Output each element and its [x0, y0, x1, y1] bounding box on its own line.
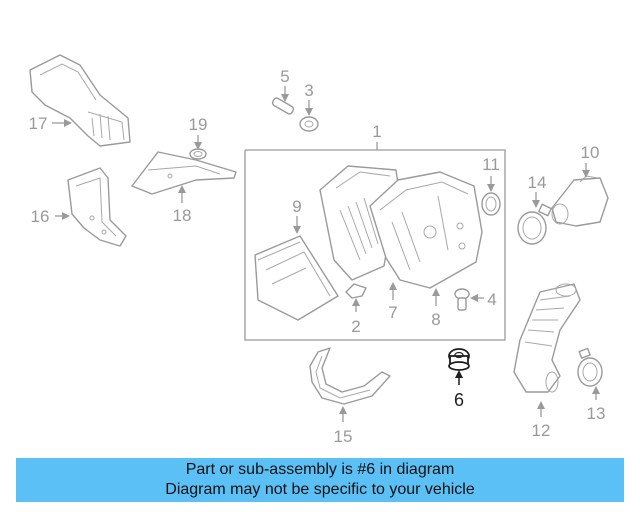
callout-3: 3 [304, 81, 313, 100]
callout-10: 10 [581, 143, 600, 162]
part-7-upper-housing [319, 165, 399, 300]
part-info-banner: Part or sub-assembly is #6 in diagram Di… [16, 458, 624, 502]
callout-8: 8 [431, 310, 440, 329]
part-19-grommet [189, 135, 207, 160]
callout-7: 7 [388, 303, 397, 322]
part-11-o-ring [481, 176, 501, 216]
part-9-filter-element [254, 216, 339, 321]
callout-14: 14 [528, 173, 547, 192]
callout-1: 1 [372, 122, 381, 141]
part-4-bolt [454, 288, 484, 311]
part-8-lower-housing [369, 171, 483, 306]
callout-19: 19 [189, 115, 208, 134]
part-13-hose-clamp [577, 347, 603, 400]
callout-12: 12 [532, 421, 551, 440]
part-12-intake-hose [513, 283, 581, 417]
part-14-hose-clamp [517, 192, 552, 245]
assembly-frame [244, 142, 506, 341]
part-6-highlighted-grommet [448, 348, 470, 385]
part-15-hose-seal [309, 347, 391, 422]
part-17-intake-duct [29, 54, 131, 147]
callout-13: 13 [587, 404, 606, 423]
callout-17: 17 [29, 114, 48, 133]
callout-11: 11 [482, 155, 500, 174]
part-3-collar [299, 100, 319, 132]
callout-6: 6 [454, 390, 464, 410]
callout-5: 5 [280, 67, 289, 86]
banner-line-disclaimer: Diagram may not be specific to your vehi… [165, 481, 475, 498]
callout-16: 16 [31, 207, 50, 226]
callout-4: 4 [487, 290, 496, 309]
callout-9: 9 [292, 197, 301, 216]
part-2-clip [345, 283, 367, 312]
callout-2: 2 [351, 317, 360, 336]
callout-15: 15 [334, 427, 353, 446]
part-18-shield-plate [131, 151, 237, 203]
banner-line-part-number: Part or sub-assembly is #6 in diagram [185, 461, 455, 478]
part-5-bolt [271, 86, 295, 115]
part-16-bracket [55, 167, 127, 247]
part-10-airflow-sensor [551, 163, 609, 227]
callout-18: 18 [173, 206, 192, 225]
